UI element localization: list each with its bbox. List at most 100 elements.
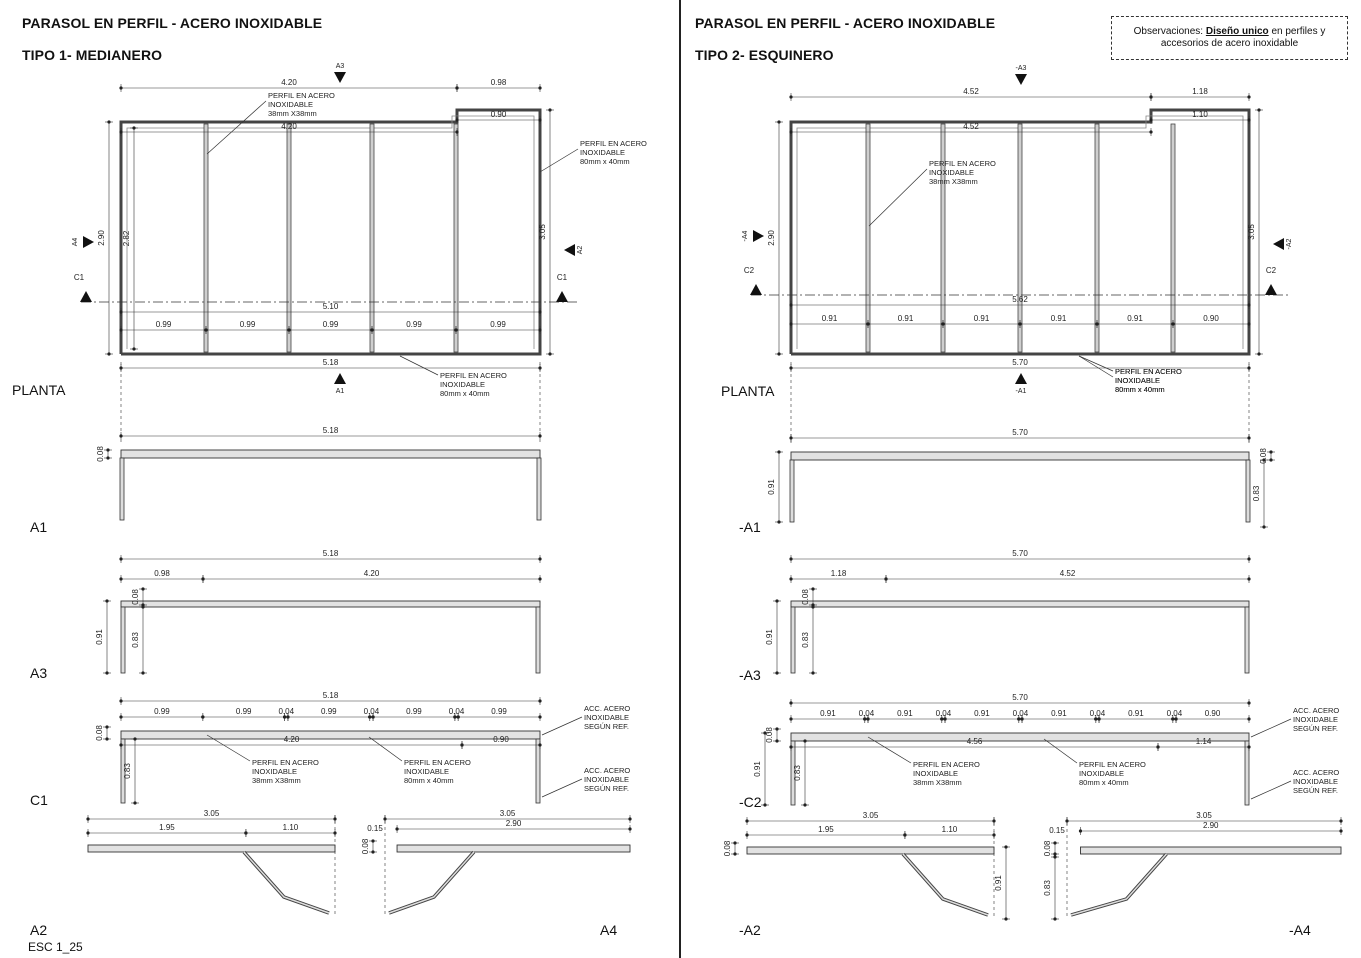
observations-suffix: en perfiles y accesorios de acero inoxid… <box>1160 26 1326 49</box>
profile-note: 38mm X38mm <box>268 109 317 118</box>
leader-line <box>206 734 251 762</box>
dimension-label: 0.98 <box>491 78 507 87</box>
dimension-tick <box>141 587 145 591</box>
elevation-beam <box>790 600 1250 608</box>
dimension-tick <box>1247 701 1251 705</box>
dimension-tick <box>1017 717 1021 721</box>
dimension-tick <box>371 839 375 843</box>
section-mark-label: C2 <box>744 266 755 275</box>
profile-note: PERFIL EN ACERO <box>252 758 319 767</box>
dimension-label: 0.91 <box>820 709 836 718</box>
accessory-note: ACC. ACERO <box>584 704 630 713</box>
observations-box: Observaciones: Diseño unico en perfiles … <box>1111 16 1348 60</box>
dimension-label: 0.91 <box>974 314 990 323</box>
accessory-note: SEGÚN REF. <box>1293 786 1338 795</box>
dimension-label: 0.04 <box>1090 709 1106 718</box>
dimension-label: 4.52 <box>963 87 979 96</box>
dimension-tick <box>811 671 815 675</box>
dimension-tick <box>789 745 793 749</box>
elevation-leg <box>536 457 542 521</box>
dimension-tick <box>119 86 123 90</box>
profile-note: INOXIDABLE <box>252 767 297 776</box>
scale-note: ESC 1_25 <box>28 940 83 954</box>
section-mark-label: -A4 <box>742 230 749 241</box>
dimension-tick <box>775 727 779 731</box>
dimension-tick <box>1247 95 1251 99</box>
dimension-tick <box>803 803 807 807</box>
plan-label: PLANTA <box>721 383 775 399</box>
plan-frame-inner <box>796 115 1244 349</box>
dimension-tick <box>1156 745 1160 749</box>
dimension-tick <box>777 450 781 454</box>
section-arrow-icon <box>556 291 568 302</box>
dimension-label: 0.08 <box>95 725 104 741</box>
dimension-label: 0.91 <box>1051 314 1067 323</box>
dimension-label: 3.05 <box>538 224 547 240</box>
dimension-tick <box>86 817 90 821</box>
dimension-tick <box>789 577 793 581</box>
dimension-label: 1.10 <box>1192 110 1208 119</box>
profile-note: INOXIDABLE <box>268 100 313 109</box>
dimension-tick <box>453 715 457 719</box>
dimension-tick <box>132 126 136 130</box>
dimension-label: 3.05 <box>500 809 516 818</box>
dimension-tick <box>119 310 123 314</box>
dimension-tick <box>1339 819 1343 823</box>
dimension-tick <box>538 86 542 90</box>
profile-note: PERFIL EN ACERO <box>580 139 647 148</box>
dimension-tick <box>992 819 996 823</box>
dimension-label: 0.83 <box>131 632 140 648</box>
elevation-leg <box>790 606 796 674</box>
dimension-label: 0.91 <box>1127 314 1143 323</box>
dimension-label: 0.99 <box>321 707 337 716</box>
dimension-label: 0.15 <box>1049 826 1065 835</box>
bracket-arm-inner <box>243 851 330 914</box>
view-label-a1: A1 <box>30 519 48 535</box>
dimension-label: 0.90 <box>1203 314 1219 323</box>
dimension-label: 5.70 <box>1012 693 1028 702</box>
profile-note: INOXIDABLE <box>580 148 625 157</box>
dimension-tick <box>628 817 632 821</box>
dimension-label: 5.70 <box>1012 428 1028 437</box>
bracket-arm <box>901 852 989 917</box>
dimension-tick <box>1269 450 1273 454</box>
accessory-note: ACC. ACERO <box>584 766 630 775</box>
profile-note: 80mm x 40mm <box>1115 385 1165 394</box>
dimension-label: 0.04 <box>449 707 465 716</box>
dimension-tick <box>1053 917 1057 921</box>
accessory-note: INOXIDABLE <box>584 713 629 722</box>
profile-note: PERFIL EN ACERO <box>929 159 996 168</box>
dimension-tick <box>455 130 459 134</box>
dimension-tick <box>368 715 372 719</box>
section-arrow-icon <box>334 72 346 83</box>
dimension-tick <box>201 577 205 581</box>
leader-line <box>1250 780 1292 800</box>
dimension-tick <box>733 841 737 845</box>
dimension-label: 5.10 <box>323 302 339 311</box>
leader-line <box>206 100 267 155</box>
plan-profile <box>865 123 871 353</box>
panel-subtitle: TIPO 1- MEDIANERO <box>22 47 163 63</box>
section-mark-label: A4 <box>72 238 79 247</box>
dimension-tick <box>1149 95 1153 99</box>
dimension-tick <box>866 717 870 721</box>
dimension-label: 0.04 <box>364 707 380 716</box>
dimension-label: 0.91 <box>95 629 104 645</box>
dimension-label: 0.08 <box>765 727 774 743</box>
accessory-note: SEGÚN REF. <box>584 784 629 793</box>
section-arrow-icon <box>750 284 762 295</box>
dimension-label: 0.99 <box>154 707 170 716</box>
section-beam <box>790 732 1250 742</box>
section-leg <box>790 740 796 806</box>
dimension-label: 0.04 <box>1013 709 1029 718</box>
dimension-tick <box>1053 855 1057 859</box>
dimension-label: 0.91 <box>994 875 1003 891</box>
dimension-label: 4.52 <box>963 122 979 131</box>
side-beam <box>1080 846 1342 855</box>
dimension-label: 3.05 <box>204 809 220 818</box>
dimension-tick <box>1149 118 1153 122</box>
leader-line <box>1043 738 1078 764</box>
dimension-tick <box>777 352 781 356</box>
